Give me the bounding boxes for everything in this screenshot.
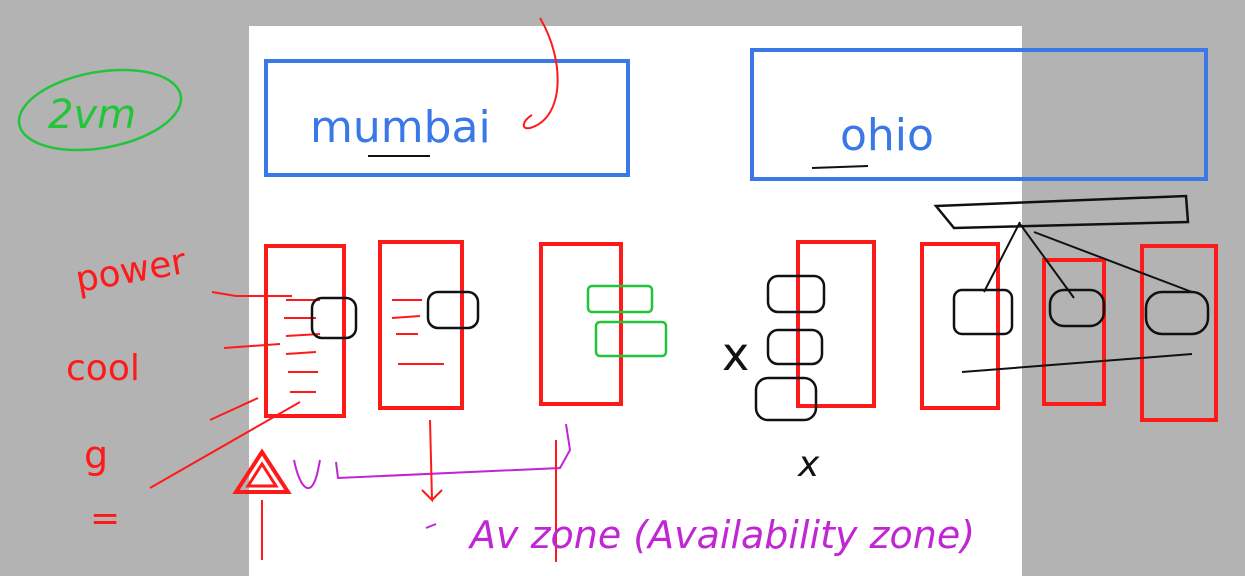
g-label: g xyxy=(84,433,108,477)
region-mumbai: mumbai xyxy=(264,17,630,177)
vm-ohio-e xyxy=(1048,288,1106,328)
vm-ohio-c xyxy=(754,376,818,422)
vm-count-note: 2vm xyxy=(17,68,183,152)
datacenter-2 xyxy=(378,240,464,410)
ohio-underline xyxy=(811,165,869,169)
region-mumbai-label: mumbai xyxy=(310,102,491,153)
vm-green-2 xyxy=(594,320,668,358)
ohio-datacenters xyxy=(796,240,1218,422)
az-label: Av zone (Availability zone) xyxy=(467,513,975,557)
vm-ohio-b xyxy=(766,328,824,366)
equals-label: = xyxy=(90,498,120,539)
x-mark: x xyxy=(722,327,749,381)
ohio-vms: x x xyxy=(722,194,1210,485)
g-pointer xyxy=(209,397,259,421)
warning-triangle xyxy=(232,448,292,494)
red-arrow-curve xyxy=(522,17,559,130)
dc2-lines xyxy=(391,299,444,365)
power-label: power xyxy=(72,241,189,301)
availability-zone-annotation: Av zone (Availability zone) xyxy=(232,419,975,562)
lb-links xyxy=(983,221,1193,299)
load-balancer xyxy=(933,194,1190,230)
base-line xyxy=(961,353,1193,373)
warning-triangle-inner xyxy=(245,461,279,488)
vm-2 xyxy=(426,290,480,330)
vm-count-circle xyxy=(17,68,183,152)
az-pointer-2 xyxy=(421,419,443,503)
power-pointer xyxy=(211,291,292,297)
region-ohio-label: ohio xyxy=(840,110,934,161)
mumbai-vms xyxy=(310,284,668,358)
cool-label: cool xyxy=(66,348,140,389)
vm-ohio-a xyxy=(766,274,826,314)
datacenter-ohio-1 xyxy=(796,240,876,408)
vm-1 xyxy=(310,296,358,340)
datacenter-ohio-2 xyxy=(920,242,1000,410)
datacenter-ohio-4 xyxy=(1140,244,1218,422)
region-mumbai-box xyxy=(264,59,630,177)
datacenter-1 xyxy=(264,244,346,418)
x-mark-below: x xyxy=(797,444,820,485)
az-dash xyxy=(425,523,437,529)
cool-pointer xyxy=(223,343,281,349)
region-ohio-box xyxy=(750,48,1208,181)
az-bracket xyxy=(293,423,572,490)
vm-count-label: 2vm xyxy=(48,92,136,138)
datacenter-3 xyxy=(539,242,623,406)
region-ohio: ohio xyxy=(750,48,1208,181)
whiteboard-panel xyxy=(249,26,1022,576)
vm-ohio-d xyxy=(952,288,1014,336)
mumbai-datacenters xyxy=(264,240,623,418)
vm-ohio-f xyxy=(1144,290,1210,336)
datacenter-ohio-3 xyxy=(1042,258,1106,406)
vm-green-1 xyxy=(586,284,654,314)
dc1-lines xyxy=(284,299,321,393)
